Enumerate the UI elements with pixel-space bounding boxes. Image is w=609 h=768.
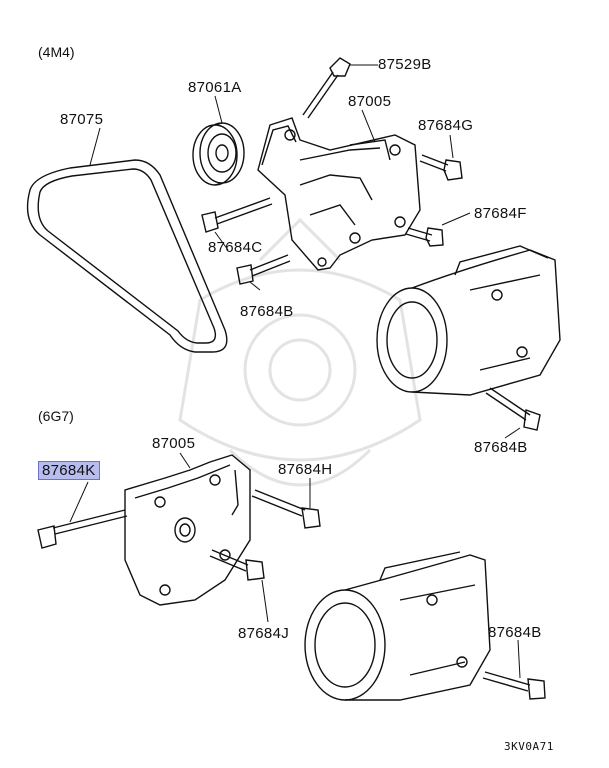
section-label-4m4: (4M4) xyxy=(38,44,75,60)
bolt-87529B xyxy=(303,58,350,118)
label-87684H[interactable]: 87684H xyxy=(278,461,333,478)
compressor-bottom xyxy=(305,552,490,700)
bolt-87684G xyxy=(420,155,462,180)
leader-lines xyxy=(70,65,520,678)
bolt-87684B-right xyxy=(486,388,540,430)
label-87684K-highlighted[interactable]: 87684K xyxy=(38,461,100,480)
bolt-87684K xyxy=(38,510,127,548)
label-87075[interactable]: 87075 xyxy=(60,111,104,128)
bolt-87684H xyxy=(252,490,320,528)
watermark-emblem xyxy=(180,220,420,485)
bolt-87684B-upper xyxy=(237,255,290,284)
drive-belt xyxy=(28,160,227,352)
bolt-87684F xyxy=(406,228,443,246)
label-87684J[interactable]: 87684J xyxy=(238,625,290,642)
bolt-87684C xyxy=(202,198,272,232)
label-87684F[interactable]: 87684F xyxy=(474,205,527,222)
label-87684B-bottom[interactable]: 87684B xyxy=(488,624,542,641)
diagram-code: 3KV0A71 xyxy=(504,740,554,753)
section-label-6g7: (6G7) xyxy=(38,408,74,424)
label-87684B-right[interactable]: 87684B xyxy=(474,439,528,456)
label-87061A[interactable]: 87061A xyxy=(188,79,242,96)
idler-pulley xyxy=(193,123,244,185)
top-bracket xyxy=(258,118,420,270)
bolt-87684B-bottom xyxy=(483,672,545,699)
label-87005-bottom[interactable]: 87005 xyxy=(152,435,196,452)
bottom-bracket xyxy=(125,455,250,605)
bolt-87684J xyxy=(210,550,264,580)
label-87005-top[interactable]: 87005 xyxy=(348,93,392,110)
label-87684B-upper[interactable]: 87684B xyxy=(240,303,294,320)
label-87684G[interactable]: 87684G xyxy=(418,117,474,134)
label-87529B[interactable]: 87529B xyxy=(378,56,432,73)
compressor-top xyxy=(377,246,560,395)
label-87684C[interactable]: 87684C xyxy=(208,239,263,256)
